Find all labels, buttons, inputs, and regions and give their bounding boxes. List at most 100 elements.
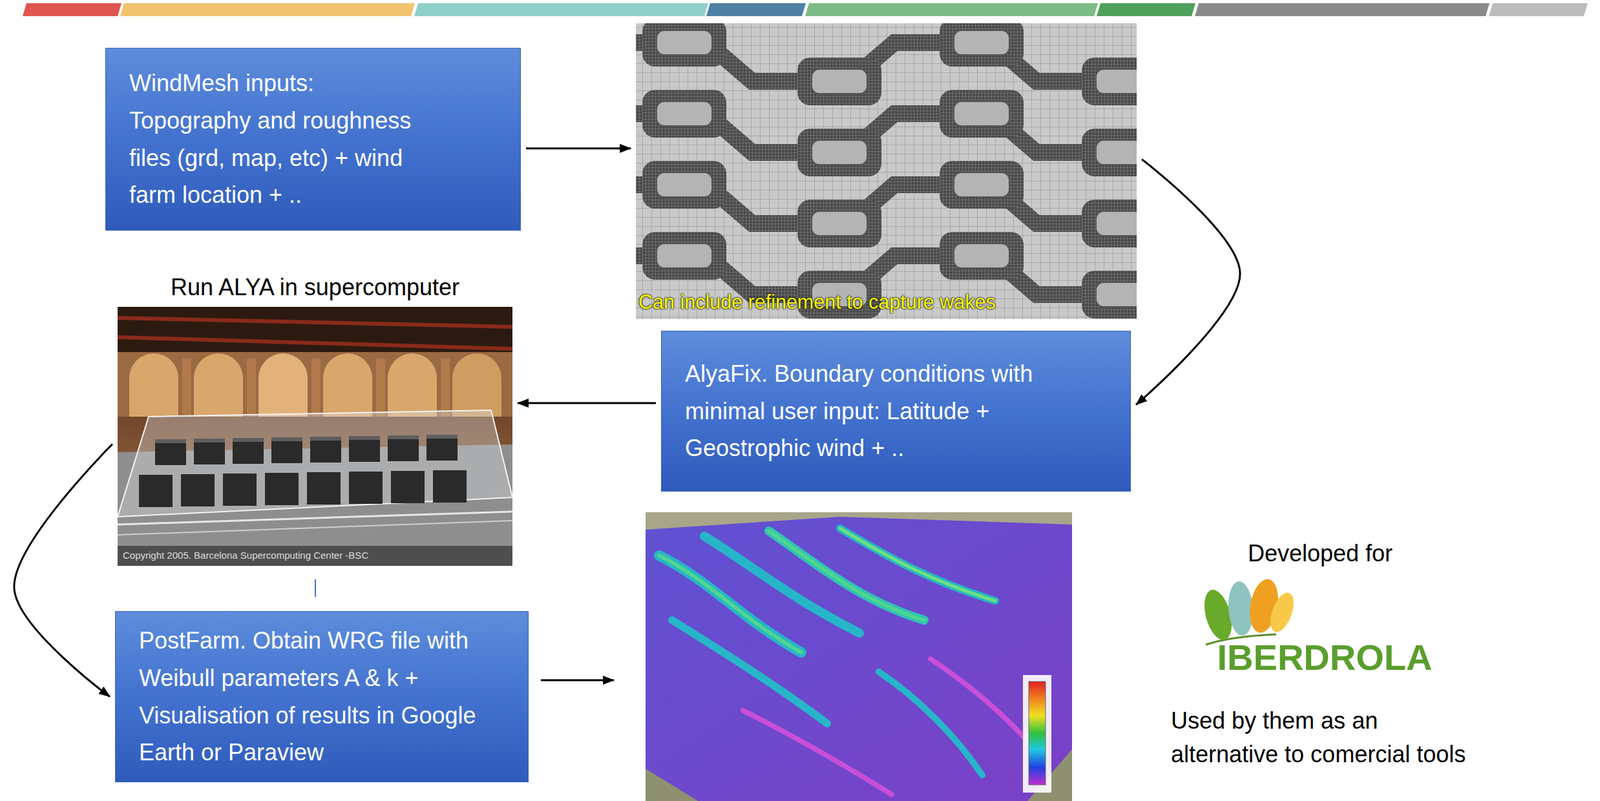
supercomputer-illustration bbox=[222, 473, 257, 506]
supercomputer-illustration bbox=[180, 474, 215, 507]
top-color-bar bbox=[1488, 3, 1588, 17]
supercomputer-illustration bbox=[264, 473, 299, 506]
supercomputer-illustration bbox=[138, 474, 173, 508]
supercomputer-illustration bbox=[387, 435, 419, 440]
logo-leaves bbox=[1199, 577, 1299, 645]
wind-map-illustration bbox=[659, 528, 1041, 795]
mesh-illustration bbox=[635, 23, 1137, 320]
mesh-illustration bbox=[939, 160, 1024, 209]
supercomputer-illustration bbox=[310, 436, 342, 463]
photo-heading: Run ALYA in supercomputer bbox=[117, 268, 513, 307]
wind-map-illustration bbox=[743, 710, 892, 795]
supercomputer-illustration bbox=[138, 434, 467, 508]
supercomputer-illustration bbox=[376, 358, 386, 417]
supercomputer-illustration bbox=[310, 436, 342, 441]
flow-arrow bbox=[14, 444, 113, 698]
supercomputer-illustration bbox=[387, 435, 419, 462]
top-color-bar bbox=[22, 3, 122, 17]
supercomputer-illustration bbox=[311, 358, 321, 417]
supercomputer-illustration bbox=[117, 337, 513, 349]
wind-map-illustration bbox=[1028, 681, 1046, 786]
top-color-bar bbox=[120, 3, 415, 17]
mesh-illustration bbox=[939, 23, 1024, 67]
top-color-bar bbox=[22, 3, 1588, 17]
flow-arrow bbox=[517, 402, 656, 405]
note-text: Used by them as an alternative to comerc… bbox=[1170, 704, 1482, 772]
flow-arrow bbox=[526, 147, 631, 150]
mesh-illustration bbox=[635, 23, 1137, 319]
copyright-watermark: Copyright 2005. Barcelona Supercomputing… bbox=[117, 549, 513, 567]
supercomputer-illustration bbox=[348, 471, 383, 505]
wind-map-illustration bbox=[878, 672, 983, 776]
mesh-illustration bbox=[1081, 270, 1137, 319]
wind-map-illustration bbox=[768, 531, 925, 621]
credit-text: Developed for bbox=[1190, 536, 1450, 572]
supercomputer-illustration bbox=[426, 434, 458, 439]
top-color-bar bbox=[706, 3, 806, 17]
mesh-illustration bbox=[797, 128, 882, 177]
supercomputer-illustration bbox=[117, 410, 513, 517]
supercomputer-illustration bbox=[426, 434, 458, 461]
supercomputer-illustration bbox=[117, 317, 513, 327]
supercomputer-illustration bbox=[117, 546, 513, 567]
wind-map-illustration bbox=[840, 528, 996, 601]
wind-map-illustration bbox=[704, 536, 860, 634]
box-text: PostFarm. Obtain WRG file with Weibull p… bbox=[138, 622, 505, 771]
supercomputer-illustration bbox=[258, 353, 308, 417]
mesh-illustration bbox=[642, 89, 727, 138]
supercomputer-illustration bbox=[117, 306, 513, 567]
logo-leaves bbox=[1265, 589, 1299, 636]
box-text: WindMesh inputs: Topography and roughnes… bbox=[129, 64, 440, 214]
wind-map-illustration bbox=[659, 555, 802, 653]
wind-map-illustration bbox=[645, 512, 1073, 801]
connector-tick bbox=[315, 579, 316, 598]
wind-map-illustration bbox=[840, 528, 996, 601]
wind-map-illustration bbox=[659, 555, 802, 653]
supercomputer-illustration bbox=[323, 353, 373, 417]
supercomputer-illustration bbox=[232, 438, 264, 443]
supercomputer-photo: Run ALYA in supercomputerCopyright 2005.… bbox=[117, 268, 513, 567]
supercomputer-illustration bbox=[155, 434, 458, 444]
output-arrow bbox=[540, 679, 614, 682]
supercomputer-illustration bbox=[390, 471, 425, 504]
supercomputer-illustration bbox=[155, 439, 187, 466]
process-box: PostFarm. Obtain WRG file with Weibull p… bbox=[115, 611, 529, 783]
logo-wordmark: IBERDROLA bbox=[1198, 637, 1451, 679]
supercomputer-illustration bbox=[348, 436, 380, 463]
process-box: WindMesh inputs: Topography and roughnes… bbox=[105, 47, 521, 231]
supercomputer-illustration bbox=[117, 520, 513, 536]
connector-tick bbox=[314, 579, 316, 598]
mesh-illustration bbox=[797, 199, 882, 248]
mesh-illustration bbox=[1081, 199, 1137, 248]
mesh-illustration bbox=[642, 23, 727, 67]
wind-map-illustration bbox=[645, 512, 1073, 801]
wind-map-illustration bbox=[672, 620, 828, 724]
supercomputer-illustration bbox=[193, 438, 225, 443]
top-color-bar bbox=[1096, 3, 1196, 17]
supercomputer-illustration bbox=[117, 306, 513, 353]
mesh-illustration bbox=[1081, 128, 1137, 177]
supercomputer-illustration bbox=[155, 439, 187, 444]
supercomputer-illustration bbox=[432, 470, 467, 503]
supercomputer-illustration bbox=[117, 306, 513, 567]
box-text: AlyaFix. Boundary conditions with minima… bbox=[684, 355, 1107, 468]
supercomputer-illustration bbox=[246, 358, 256, 417]
mesh-image: Can include refinement to capture wakes bbox=[635, 23, 1137, 320]
supercomputer-illustration bbox=[117, 352, 513, 417]
supercomputer-illustration bbox=[232, 438, 264, 464]
supercomputer-illustration bbox=[306, 472, 341, 505]
supercomputer-illustration bbox=[271, 437, 303, 464]
mesh-illustration bbox=[1081, 57, 1137, 106]
top-color-bar bbox=[414, 3, 709, 17]
mesh-illustration bbox=[939, 89, 1024, 138]
mesh-illustration bbox=[642, 231, 727, 280]
top-color-bar bbox=[805, 3, 1098, 17]
wind-map-illustration bbox=[768, 531, 925, 621]
supercomputer-illustration bbox=[452, 353, 502, 417]
top-color-bar bbox=[1194, 3, 1490, 17]
mesh-illustration bbox=[939, 231, 1024, 280]
supercomputer-illustration bbox=[348, 436, 380, 441]
supercomputer-illustration bbox=[193, 353, 243, 417]
supercomputer-illustration bbox=[193, 438, 225, 465]
